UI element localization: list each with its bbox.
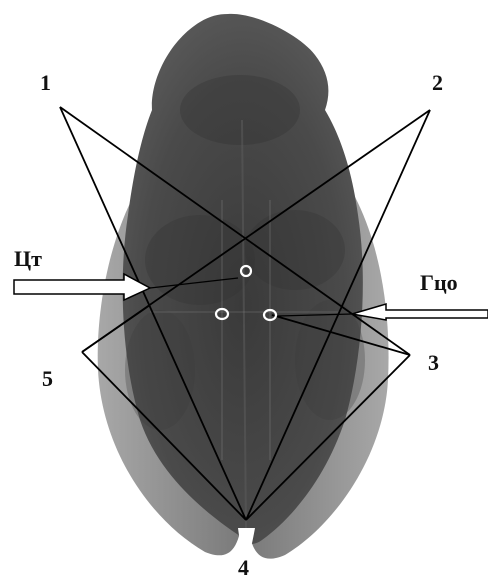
label-point-4: 4	[238, 555, 249, 577]
label-point-1: 1	[40, 70, 51, 95]
body-texture	[295, 300, 365, 420]
label-ct: Цт	[14, 246, 42, 271]
label-point-5: 5	[42, 366, 53, 391]
label-point-3: 3	[428, 350, 439, 375]
label-gtso: Гцо	[420, 270, 458, 295]
label-point-2: 2	[432, 70, 443, 95]
body-texture	[180, 75, 300, 145]
arrow-ct	[14, 274, 150, 300]
body-texture	[145, 215, 255, 305]
body-texture	[245, 210, 345, 290]
